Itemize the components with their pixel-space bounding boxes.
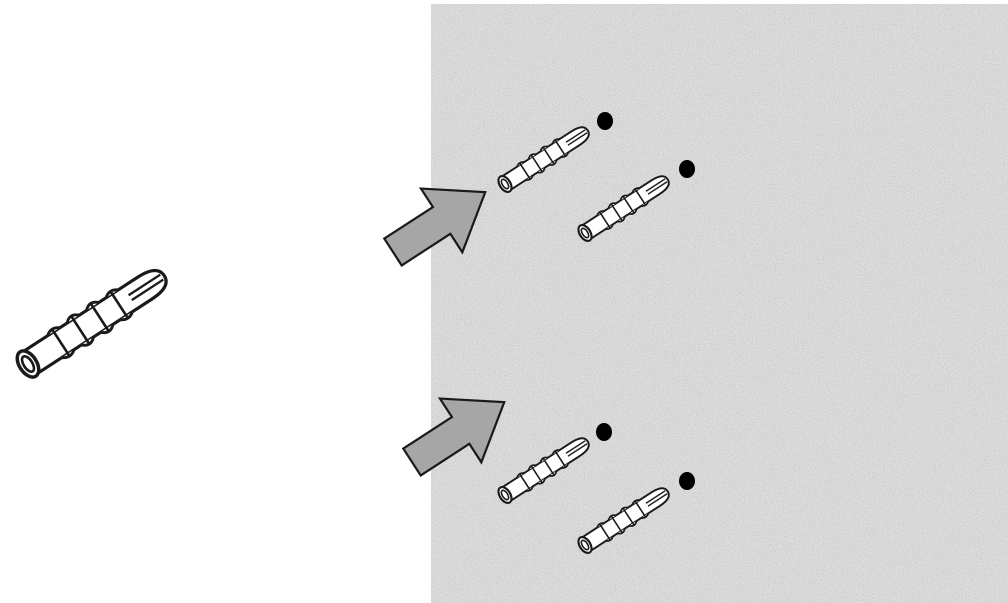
drill-hole-icon	[596, 423, 612, 441]
drill-hole-icon	[597, 112, 613, 130]
wall-surface	[431, 4, 1008, 603]
drill-hole-icon	[679, 160, 695, 178]
drill-hole-icon	[679, 472, 695, 490]
